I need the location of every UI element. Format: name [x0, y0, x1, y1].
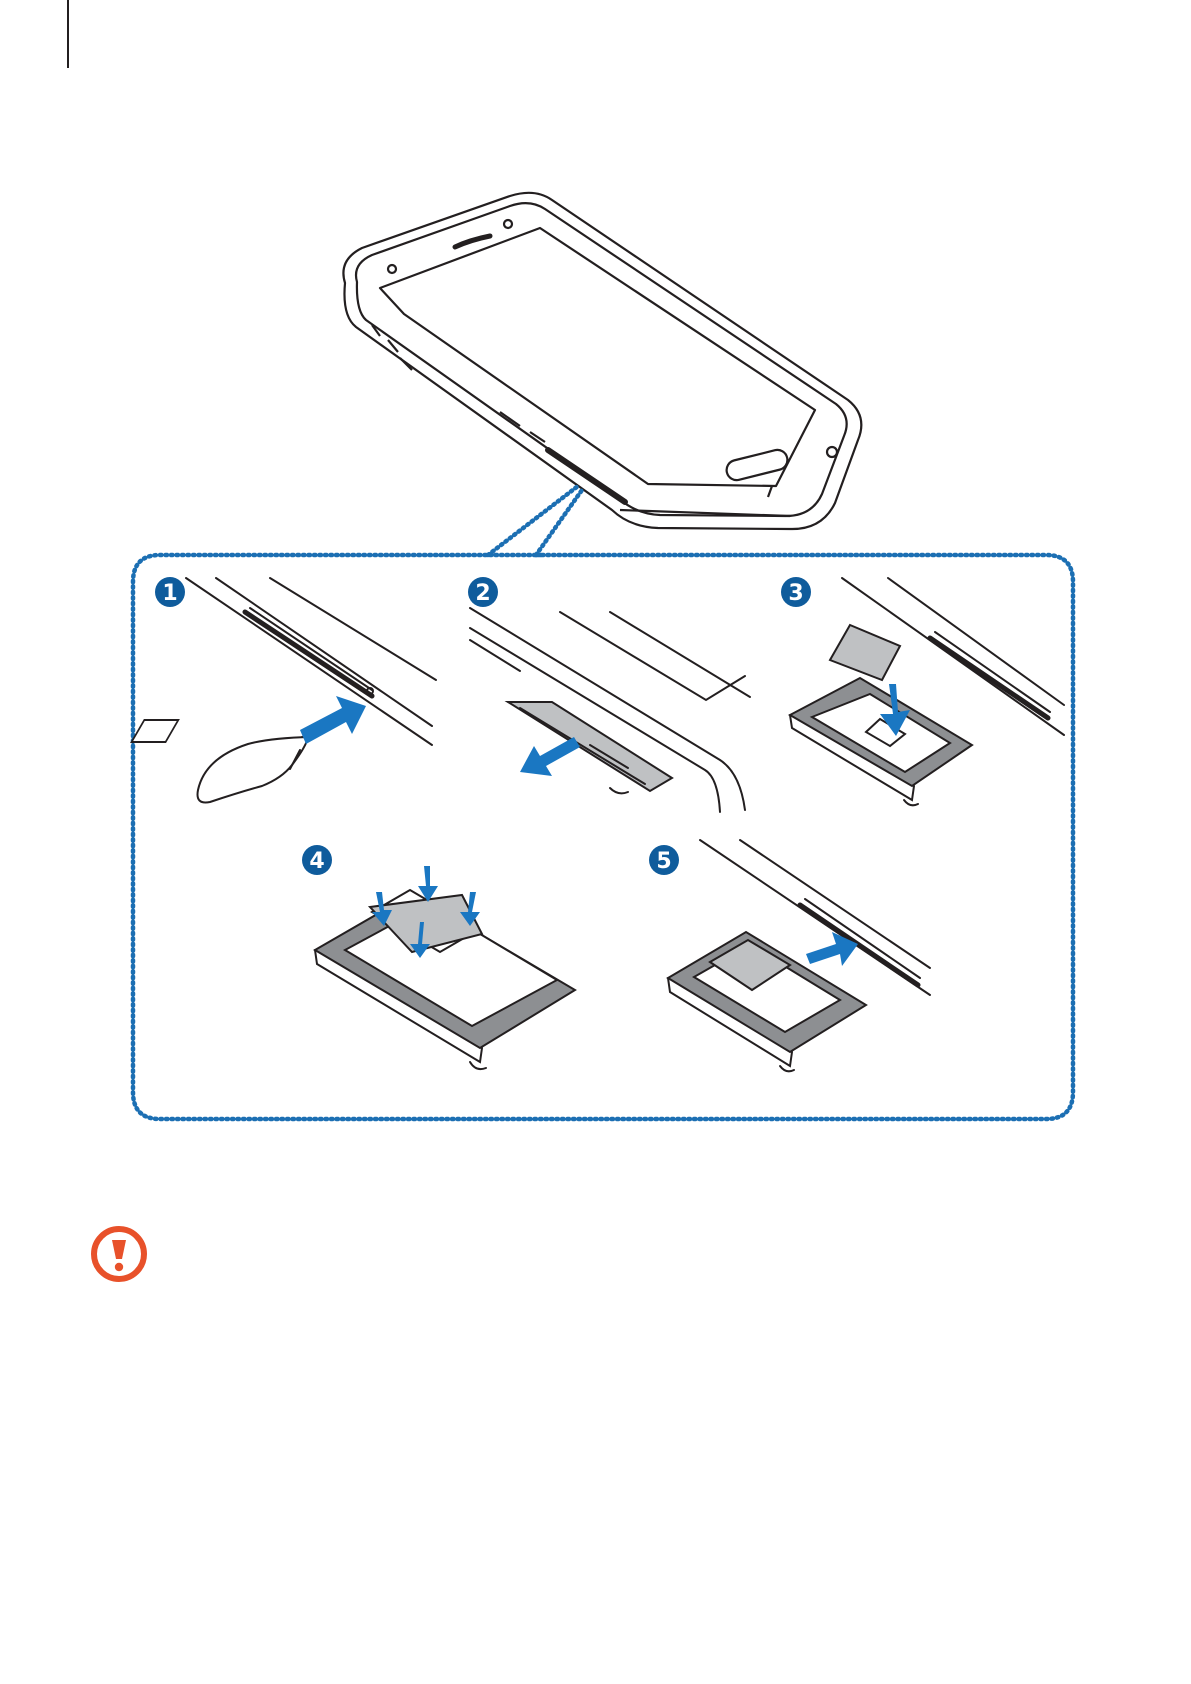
step-2-pull-arrow	[520, 737, 580, 776]
step-badge-5: 5	[649, 845, 679, 875]
step-badge-4: 4	[302, 845, 332, 875]
phone-illustration	[343, 193, 861, 529]
step-number: 5	[656, 849, 671, 874]
step-1-insert-arrow	[300, 696, 366, 744]
step-number: 4	[309, 849, 324, 874]
step-number: 2	[475, 581, 490, 606]
step-4-illustration	[315, 890, 575, 1069]
step-5-illustration	[668, 840, 930, 1071]
step-number: 1	[162, 581, 177, 606]
step-badge-2: 2	[468, 577, 498, 607]
step-badge-1: 1	[155, 577, 185, 607]
step-number: 3	[788, 581, 803, 606]
step-3-illustration	[790, 578, 1064, 805]
step-2-illustration	[132, 608, 750, 812]
step-badge-3: 3	[781, 577, 811, 607]
step-1-illustration	[186, 578, 436, 803]
caution-icon	[90, 1225, 148, 1283]
